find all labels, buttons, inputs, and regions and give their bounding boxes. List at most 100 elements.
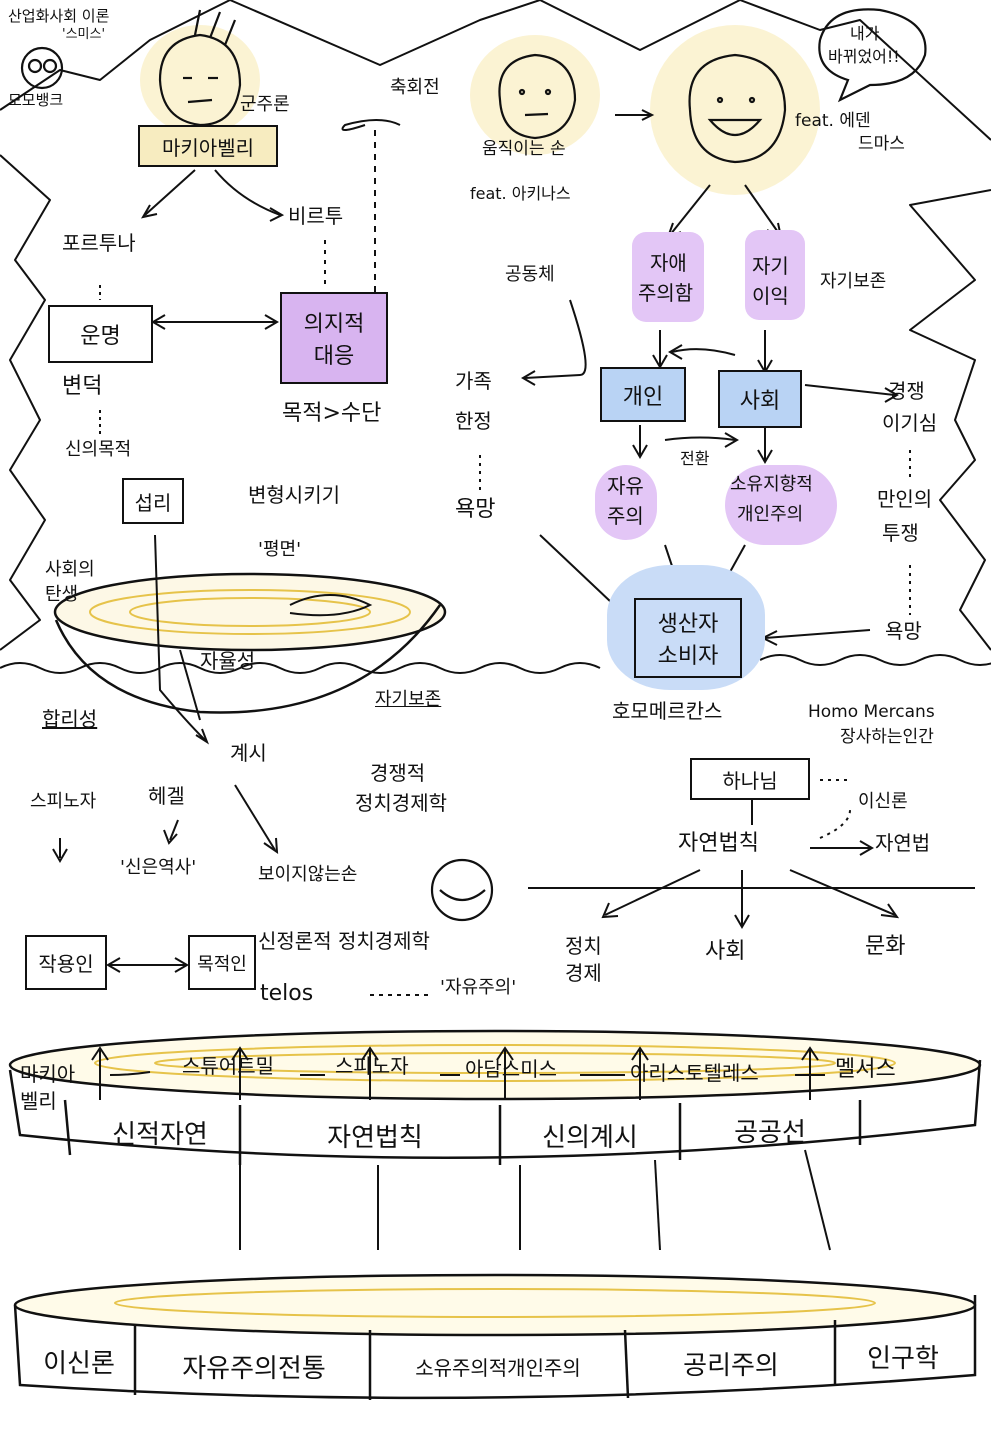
competitive-2: 정치경제학 [355,791,447,815]
god-box: 하나님 [690,758,810,800]
lower-disc-cell: 소유주의적개인주의 [415,1355,581,1380]
glow-liberalism [595,465,657,540]
lower-disc-cell: 자유주의전통 [182,1353,326,1384]
liberalism-2: 주의 [607,504,644,528]
individual-box: 개인 [600,367,686,422]
transition-label: 전환 [680,449,710,468]
culture-label: 문화 [865,934,906,959]
lower-disc [13,1273,977,1400]
water-line-left [0,662,601,674]
natural-law-label: 자연법 [875,831,931,855]
self-interest-1: 자기 [752,254,789,278]
providence-history-label: '신은역사' [120,857,197,878]
upper-disc [8,1029,982,1165]
community-label: 공동체 [505,264,555,285]
rationality-label: 합리성 [42,707,98,731]
invisible-hand-label: 보이지않는손 [258,864,358,885]
fate-box: 운명 [48,305,153,363]
bubble-1: 내가 [850,24,880,43]
liberalism-q-label: '자유주의' [440,977,517,998]
telos-label: telos [260,981,314,1006]
war-1: 만인의 [877,487,933,511]
family-1: 가족 [455,369,492,393]
thinker-spinoza: 스피노자 [335,1054,409,1078]
speech-bubble [818,8,927,103]
efficient-box: 작용인 [25,935,107,990]
glow-self-love [632,232,704,322]
society-birth-2: 탄생 [45,584,79,605]
self-pres2-label: 자기보존 [375,689,442,710]
hegel-label: 헤겔 [148,784,185,808]
lower-disc-cell: 공리주의 [683,1350,779,1381]
spinoza-label: 스피노자 [30,791,97,812]
right-zigzag [909,189,991,651]
transform-label: 변형시키기 [248,483,340,507]
family-2: 한정 [455,409,492,433]
competitive-1: 경쟁적 [370,761,426,785]
self-love-1: 자애 [650,251,687,275]
copernican-label: 축회전 [390,77,440,98]
top-zigzag [0,0,991,141]
liberalism-1: 자유 [607,474,644,498]
desire-right-label: 욕망 [885,619,922,643]
left-zigzag [0,154,51,651]
upper-disc-cell: 신적자연 [112,1119,208,1150]
variability-label: 변덕 [62,374,103,399]
flat-label: '평면' [258,539,302,560]
face-corner [20,46,64,90]
lower-disc-cell: 이신론 [43,1348,115,1379]
society2-label: 사회 [705,939,746,964]
politics-2: 경제 [565,961,602,985]
upper-disc-cell: 공공선 [734,1117,806,1148]
adam-smith-label: 움직이는 손 [482,139,566,159]
goal-means-label: 목적>수단 [282,401,382,426]
fortuna-label: 포르투나 [62,231,136,255]
feat-mandeville-1: feat. 에덴 [795,111,871,131]
upper-disc-cell: 자연법칙 [327,1122,423,1153]
competition-2: 이기심 [882,411,938,435]
upper-disc-cell: 신의계시 [542,1122,638,1153]
glow-producer [607,565,765,690]
bubble-2: 바뀌었어!! [828,47,900,66]
bowl [53,572,447,714]
competition-1: 경쟁 [888,379,925,403]
machiavelli-box: 마키아벨리 [138,125,278,167]
merchant-human-label: 장사하는인간 [840,727,934,747]
corner-credit: 모모뱅크 [8,91,64,109]
revelation-label: 계시 [230,741,267,765]
divine-attr-label: 신의목적 [65,439,132,460]
politics-1: 정치 [565,934,602,958]
water-line-right [759,654,991,666]
ruler-label: 군주론 [240,94,290,115]
corner-subtitle: '스미스' [62,27,106,42]
glow-self-interest [745,230,805,320]
face-invisible [430,858,494,922]
thinker-mill: 스튜어트밀 [182,1054,274,1078]
virtu-label: 비르투 [288,204,344,228]
deism-label: 이신론 [858,791,908,812]
society-birth-1: 사회의 [45,559,95,580]
society-box: 사회 [718,370,802,428]
thinker-aristotle: 아리스토텔레스 [630,1061,759,1085]
thinker-malthus: 멜서스 [835,1057,896,1082]
face-smith-before [498,53,577,140]
providence-box: 섭리 [122,478,184,524]
desire-left-label: 욕망 [455,497,496,522]
thinker-machiavelli-2: 벨리 [20,1089,57,1113]
homo-korean-label: 호모메르칸스 [612,699,723,723]
thinker-machiavelli-1: 마키아 [20,1062,76,1086]
face-smith-after [688,53,787,164]
homo-latin-label: Homo Mercans [808,702,935,722]
self-love-2: 주의함 [638,281,694,305]
possessive-1: 소유지향적 [730,474,813,495]
corner-title: 산업화사회 이론 [8,7,110,25]
possessive-2: 개인주의 [737,504,804,525]
theological-pe-label: 신정론적 정치경제학 [258,929,430,953]
feat-arch-label: feat. 아키나스 [470,184,571,203]
face-machiavelli [158,33,242,127]
natural-law-rule-label: 자연법칙 [678,831,759,856]
final-box: 목적인 [188,935,256,990]
